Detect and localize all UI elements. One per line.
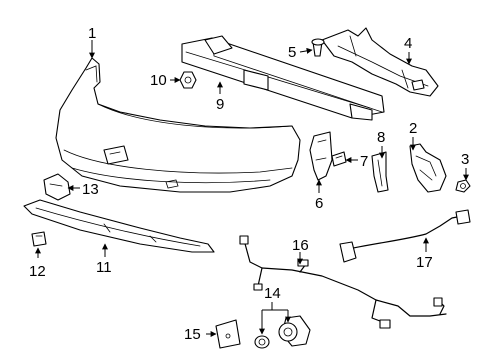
sensor-body [278,315,311,347]
side-bracket-right [409,143,447,193]
sensor-grommet [254,335,270,349]
bolt-fastener [455,179,471,193]
callout-1: 1 [88,25,96,42]
reinforcement-bracket [371,151,389,193]
mounting-plate [215,319,241,349]
callout-2: 2 [409,120,417,137]
sensor-harness [339,209,471,263]
lower-valance [23,199,215,253]
callout-8: 8 [377,129,385,146]
callout-7: 7 [360,153,368,170]
callout-4: 4 [404,35,412,52]
impact-bar [181,35,385,121]
callout-5: 5 [288,44,296,61]
parking-sensor [31,231,47,247]
callout-15: 15 [184,326,201,343]
callout-9: 9 [216,96,224,113]
callout-3: 3 [461,151,469,168]
leader-lines [35,40,469,337]
bracket-upper [321,27,439,97]
callout-13: 13 [82,181,99,198]
callout-16: 16 [292,237,309,254]
nut-fastener [179,71,197,89]
wiring-harness [239,235,447,329]
callout-14: 14 [264,285,281,302]
callout-6: 6 [315,195,323,212]
bumper-cover [55,57,301,193]
sensor-bracket [43,173,71,201]
retainer-clip [331,151,347,167]
callout-17: 17 [416,254,433,271]
push-pin-clip [311,38,325,57]
callout-12: 12 [29,263,46,280]
callout-labels: 1 2 3 4 5 6 7 8 9 10 11 12 13 14 15 16 1… [29,25,469,343]
side-bracket [309,131,333,181]
callout-10: 10 [150,72,167,89]
callout-11: 11 [96,259,112,276]
